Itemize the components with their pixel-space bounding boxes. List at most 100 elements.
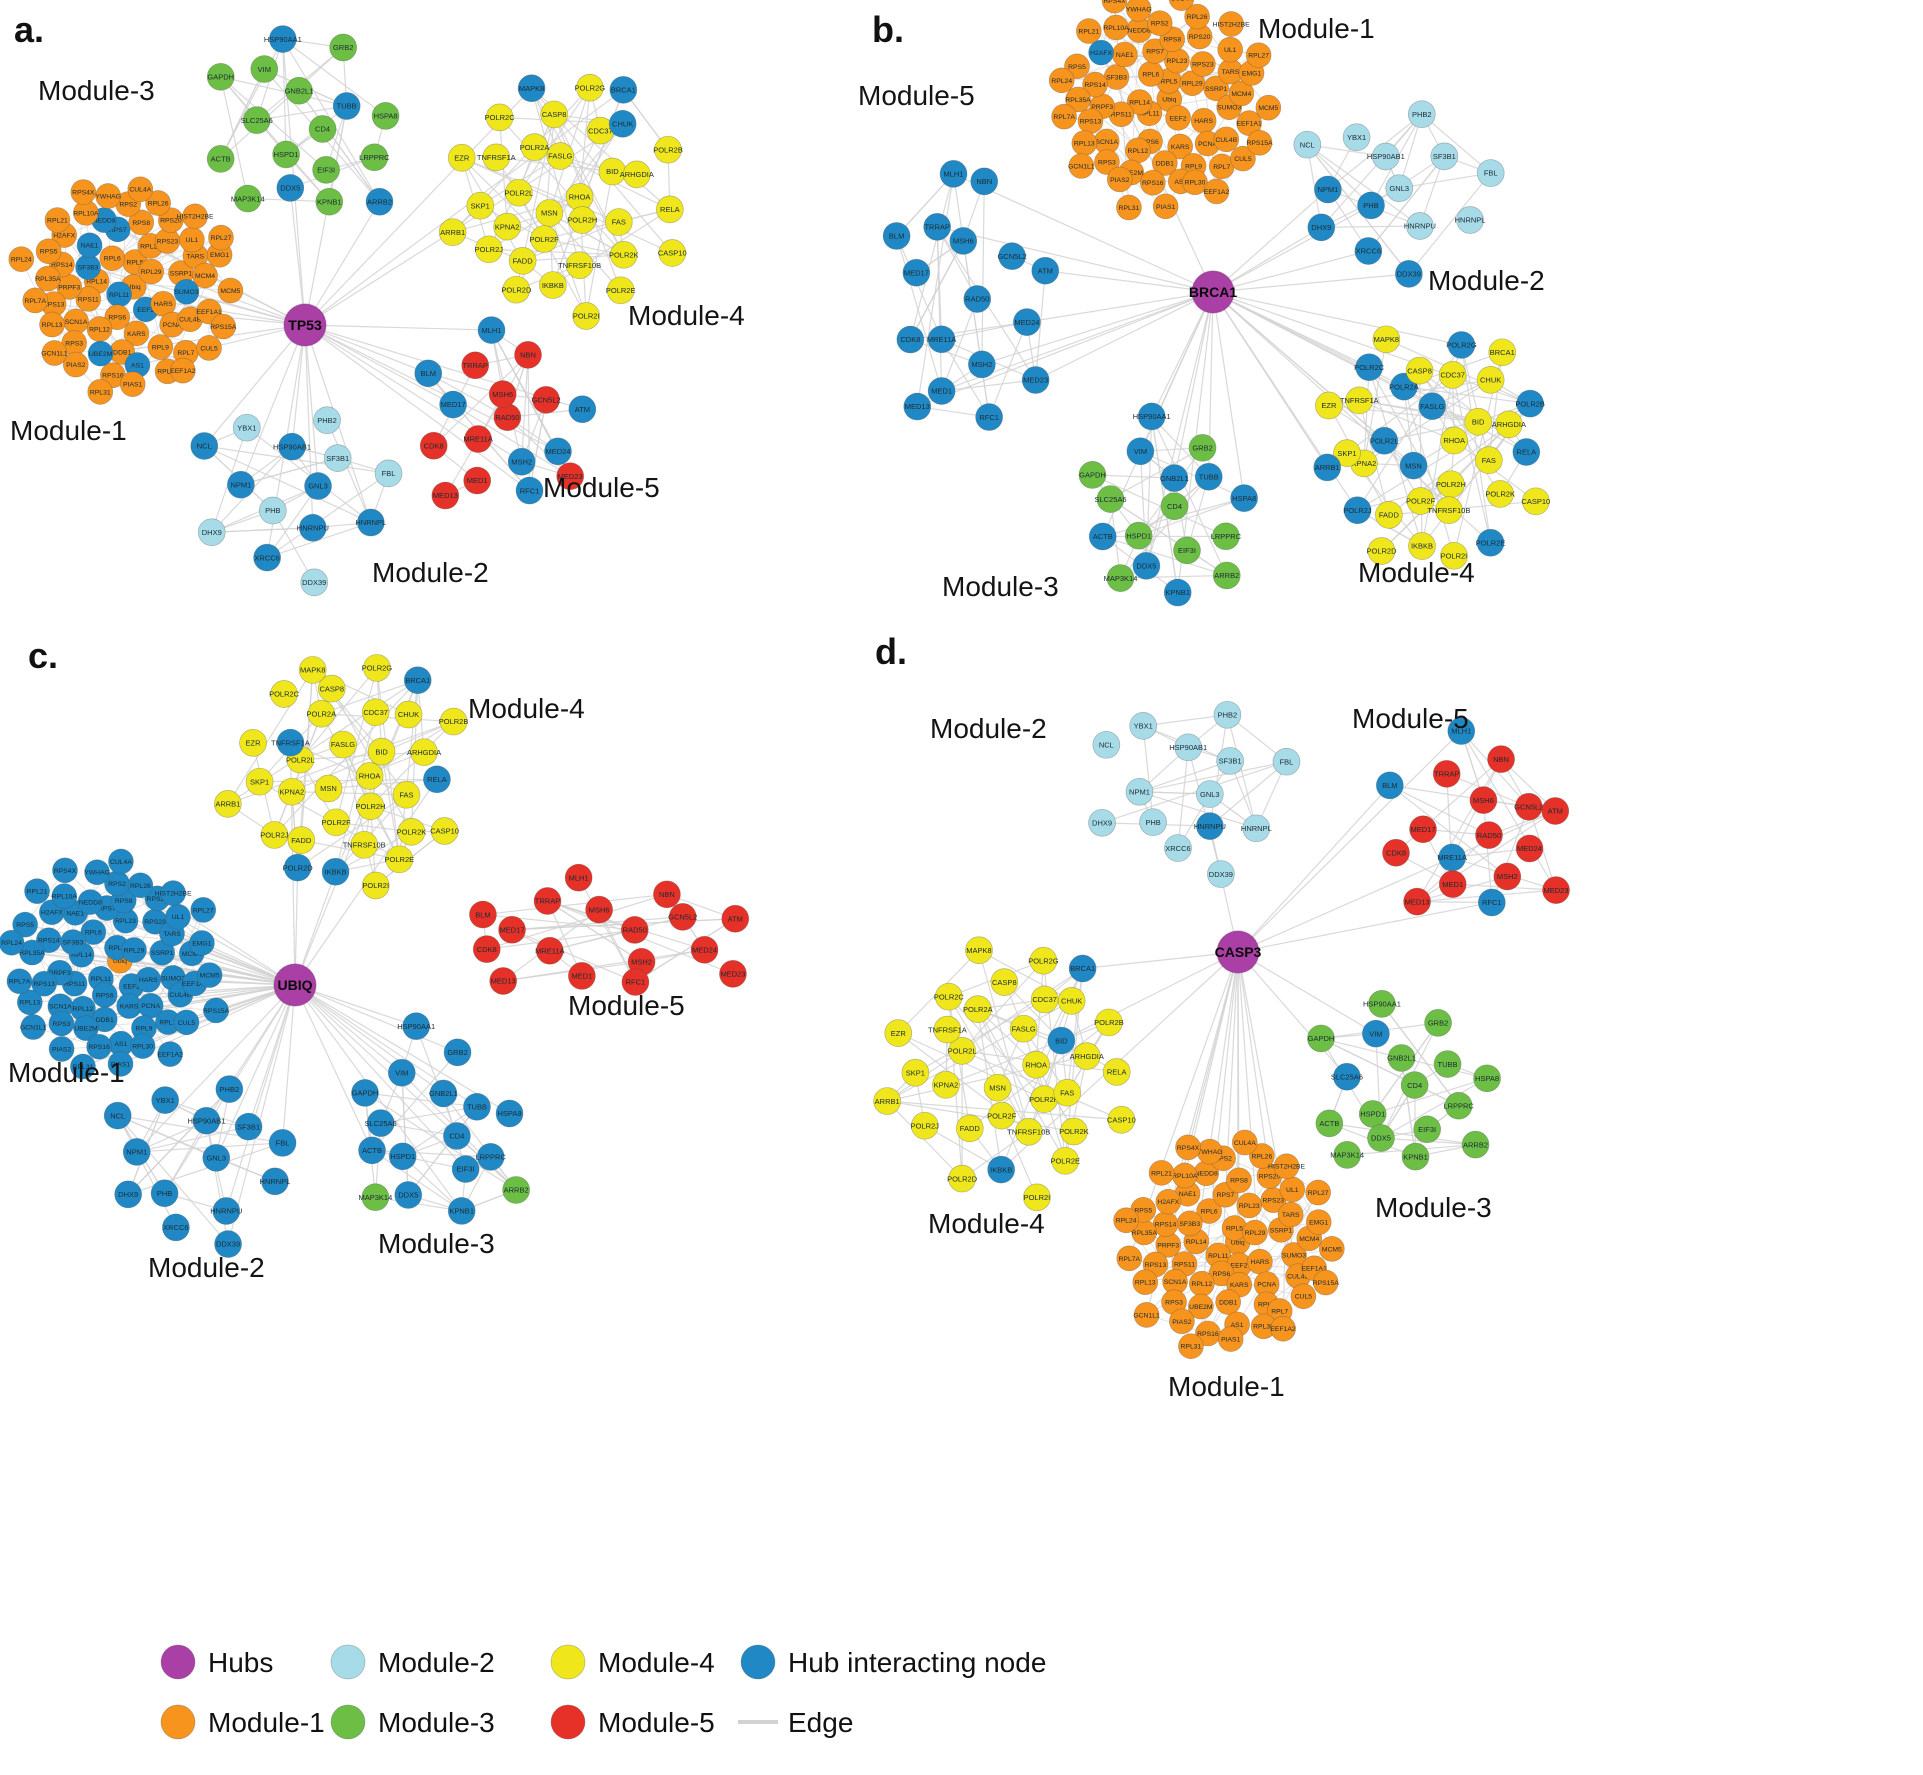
node-DDX39 <box>300 568 329 597</box>
node-TUBB <box>463 1092 491 1121</box>
node-label: TNFRSF1A <box>928 1025 967 1034</box>
node-label: EMG1 <box>1242 70 1261 77</box>
node-label: RPL29 <box>1182 81 1203 88</box>
node-label: POLR2I <box>1024 1193 1051 1202</box>
node-label: POLR2A <box>307 709 337 718</box>
node-RPL21 <box>24 878 50 905</box>
hub-edge <box>1212 291 1245 499</box>
node-label: MED1 <box>1442 880 1463 889</box>
node-label: POLR2F <box>1406 497 1436 506</box>
node-label: PCNA <box>163 322 182 329</box>
node-label: RPL31 <box>1119 205 1140 212</box>
node-RPL26 <box>1184 3 1210 30</box>
node-label: CDC37 <box>588 126 613 135</box>
node-label: GRB2 <box>447 1048 467 1057</box>
node-HSP90AA1 <box>1368 990 1396 1018</box>
node-label: H2AFX <box>1157 1199 1179 1206</box>
node-label: HSPA8 <box>374 112 398 121</box>
hub-node-UBIQ <box>273 963 317 1007</box>
node-label: POLR2L <box>504 188 533 197</box>
node-label: CUL4A <box>110 859 132 866</box>
edge <box>936 226 943 391</box>
hub-edge <box>937 226 1214 293</box>
edge <box>1110 498 1228 576</box>
edge <box>1421 113 1492 174</box>
node-label: EEF1A1 <box>1302 1266 1328 1273</box>
node-MED17 <box>498 915 526 944</box>
edge <box>282 39 287 155</box>
node-label: GRB2 <box>1428 1019 1448 1028</box>
node-label: MAP3K14 <box>231 194 265 203</box>
node-label: RPS3 <box>1098 159 1116 166</box>
node-label: ACTB <box>1093 532 1113 541</box>
node-label: DHX9 <box>1311 223 1331 232</box>
node-HSPA8 <box>495 1099 524 1128</box>
hub-label-TP53: TP53 <box>288 317 322 333</box>
node-label: MED24 <box>1014 318 1039 327</box>
node-RPL24 <box>1048 67 1075 94</box>
node-label: Ubiq <box>1162 97 1176 104</box>
node-label: NBN <box>976 177 992 186</box>
node-label: KARS <box>1171 144 1190 151</box>
node-label: RPL6 <box>104 256 121 263</box>
node-label: RPL9 <box>1258 1302 1275 1309</box>
node-label: PRPF3 <box>1157 1242 1179 1249</box>
node-label: H2AFX <box>1090 50 1112 57</box>
node-RELA <box>1512 438 1541 466</box>
node-POLR2A <box>520 133 549 162</box>
hub-edge <box>1026 291 1214 323</box>
node-label: MED17 <box>500 925 525 934</box>
node-label: RPS3 <box>53 1021 71 1028</box>
node-label: FADD <box>1379 511 1400 520</box>
node-CDC37 <box>1030 985 1059 1014</box>
node-label: YWHAG <box>84 870 110 877</box>
node-label: CUL4B <box>179 317 201 324</box>
hub-edge <box>304 324 319 487</box>
edge <box>1177 747 1189 849</box>
edge <box>1139 791 1257 829</box>
node-label: MCM4 <box>1231 91 1251 98</box>
node-label: EIF3I <box>1418 1125 1436 1134</box>
node-CD4 <box>443 1122 471 1150</box>
node-label: CUL4B <box>1287 1274 1309 1281</box>
edge <box>1367 155 1445 252</box>
node-label: SSRP1 <box>170 271 193 278</box>
node-TRRAP <box>533 887 562 915</box>
node-POLR2D <box>283 853 312 882</box>
node-label: MED23 <box>558 472 583 481</box>
hub-edge <box>1220 951 1239 1274</box>
node-label: POLR2C <box>485 113 516 122</box>
node-TUBB <box>1433 1050 1462 1078</box>
node-label: POLR2K <box>397 828 427 837</box>
node-BID <box>1047 1026 1076 1055</box>
node-label: RPL35A <box>35 276 61 283</box>
node-label: MED24 <box>692 945 717 954</box>
node-label: IKBKB <box>1411 542 1433 551</box>
node-label: RPL14 <box>1129 100 1150 107</box>
node-label: RPL7A <box>9 979 31 986</box>
edge <box>1266 1192 1319 1285</box>
hub-edge <box>1212 273 1409 293</box>
hub-edge <box>11 942 296 986</box>
node-label: SCN1A <box>1164 1279 1187 1286</box>
node-label: RPS6 <box>108 315 126 322</box>
node-label: BLM <box>421 369 436 378</box>
edge <box>1035 1064 1066 1161</box>
node-label: CDC37 <box>1032 995 1057 1004</box>
node-HNRNPL <box>1242 814 1271 843</box>
node-NCL <box>1293 130 1322 159</box>
node-label: CDK8 <box>424 441 444 450</box>
node-label: SKP1 <box>471 201 490 210</box>
node-label: MAPK8 <box>300 666 325 675</box>
node-CHUK <box>1057 987 1086 1015</box>
node-HSP90AB1 <box>1371 142 1400 171</box>
node-label: RPS15A <box>203 1008 230 1015</box>
node-label: POLR2B <box>1515 399 1545 408</box>
node-ARHGDIA <box>622 160 651 189</box>
node-label: BID <box>1055 1036 1068 1045</box>
node-label: RPL13 <box>42 322 63 329</box>
edge <box>272 510 315 583</box>
node-label: MCM5 <box>1258 105 1278 112</box>
node-label: RELA <box>660 205 680 214</box>
node-label: LRPPRC <box>1211 532 1242 541</box>
